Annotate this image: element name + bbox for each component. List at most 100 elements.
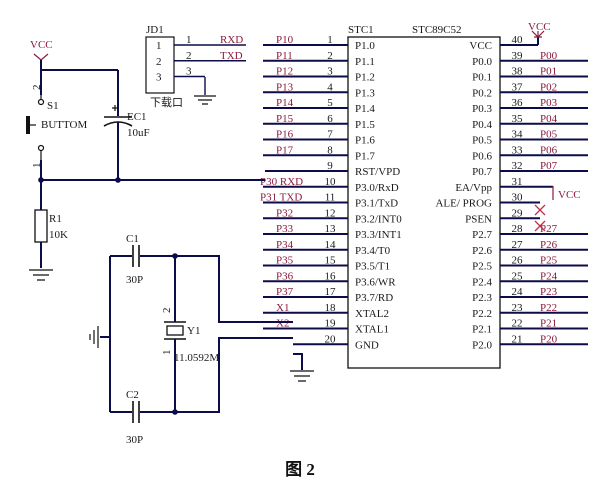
mcu-pin-number: 14	[325, 239, 337, 251]
y1-junction-bottom	[172, 409, 178, 415]
mcu-pin-number: 10	[325, 176, 337, 188]
mcu-pin-number: 9	[327, 160, 333, 172]
mcu-pin-number: 26	[512, 255, 524, 267]
mcu-pin-name: P3.6/WR	[355, 276, 396, 288]
mcu-pin-number: 20	[325, 333, 337, 345]
jd1-pin-number: 2	[186, 50, 192, 62]
jd1-pin-label: 2	[156, 56, 162, 68]
mcu-pin-number: 25	[512, 270, 524, 282]
mcu-pin-name: P2.4	[472, 276, 492, 288]
mcu-net-label: P13	[276, 81, 294, 93]
jd1-ground-icon	[194, 95, 216, 105]
mcu-ground-icon	[290, 370, 314, 382]
switch-ref: S1	[47, 100, 59, 112]
reset-ground-icon	[29, 269, 53, 281]
no-connect-icon	[534, 204, 546, 232]
mcu-net-label: P24	[540, 270, 558, 282]
mcu-pin-name: P2.7	[472, 229, 492, 241]
mcu-net-label: P33	[276, 223, 294, 235]
mcu-pin-number: 5	[327, 97, 333, 109]
r1-resistor-icon	[34, 209, 48, 268]
mcu-net-label: P10	[276, 34, 294, 46]
mcu-pin-number: 38	[512, 66, 524, 78]
mcu-pin-name: P1.0	[355, 40, 375, 52]
mcu-pin-number: 18	[325, 302, 337, 314]
mcu-pin-name: RST/VPD	[355, 166, 400, 178]
mcu-net-label: P04	[540, 113, 558, 125]
mcu-pin-name: P3.0/RxD	[355, 182, 399, 194]
reset-junction-cap	[115, 177, 121, 183]
ec1-ref: EC1	[127, 111, 147, 123]
switch-pin-bottom: 1	[31, 163, 43, 169]
switch-value: BUTTOM	[41, 119, 87, 131]
c2-value: 30P	[126, 434, 143, 446]
mcu-net-label: X1	[276, 302, 289, 314]
mcu-pin-name: P1.1	[355, 56, 375, 68]
mcu-pin-name: P3.3/INT1	[355, 229, 402, 241]
mcu-net-label: P22	[540, 302, 557, 314]
mcu-pin-name: XTAL2	[355, 308, 389, 320]
jd1-ref: JD1	[146, 24, 164, 36]
mcu-pin-name: P0.5	[472, 135, 492, 147]
mcu-pin-name: P3.7/RD	[355, 292, 393, 304]
y1-pin-bottom: 1	[161, 350, 173, 356]
jd1-pin-label: 1	[156, 40, 162, 52]
mcu-pin-number: 11	[325, 192, 336, 204]
mcu-net-label: P30 RXD	[260, 176, 303, 188]
mcu-pin-number: 12	[325, 207, 336, 219]
ea-vcc-label: VCC	[558, 189, 581, 201]
mcu-pin-name: P3.5/T1	[355, 261, 390, 273]
mcu-pin-name: P3.1/TxD	[355, 198, 398, 210]
mcu-pin-number: 31	[512, 176, 523, 188]
mcu-net-label: P07	[540, 160, 558, 172]
mcu-pin-name: PSEN	[465, 213, 492, 225]
y1-value: 11.0592M	[174, 352, 219, 364]
mcu-net-label: P32	[276, 207, 293, 219]
mcu-pin-number: 3	[327, 66, 333, 78]
mcu-pin-number: 37	[512, 81, 524, 93]
mcu-net-label: P11	[276, 50, 293, 62]
jd1-pin-number: 3	[186, 66, 192, 78]
reset-junction-left	[38, 177, 44, 183]
mcu-pin-name: P2.6	[472, 245, 492, 257]
mcu-pin-number: 36	[512, 97, 524, 109]
mcu-pin-number: 1	[327, 34, 333, 46]
mcu-pin-number: 23	[512, 302, 524, 314]
mcu-pin-number: 30	[512, 192, 524, 204]
mcu-pin-name: ALE/ PROG	[435, 198, 492, 210]
c2-capacitor-icon	[132, 401, 140, 423]
mcu-pin-name: P0.3	[472, 103, 492, 115]
mcu-pin-name: P0.4	[472, 119, 492, 131]
mcu-vcc-label: VCC	[528, 21, 551, 33]
mcu-pin-number: 8	[327, 144, 333, 156]
reset-switch-icon	[26, 95, 45, 160]
mcu-pin-name: P0.7	[472, 166, 492, 178]
y1-ref: Y1	[187, 325, 200, 337]
c1-capacitor-icon	[132, 245, 140, 267]
c2-ref: C2	[126, 389, 139, 401]
mcu-pin-number: 33	[512, 144, 524, 156]
jd1-label: 下载口	[150, 96, 183, 109]
jd1-body	[145, 36, 175, 94]
mcu-pin-name: P1.5	[355, 119, 375, 131]
c1-to-xtal2-wire	[140, 255, 293, 323]
ec1-capacitor-icon	[103, 70, 133, 180]
mcu-net-label: P03	[540, 97, 558, 109]
mcu-pin-name: P1.4	[355, 103, 375, 115]
mcu-pin-number: 35	[512, 113, 524, 125]
mcu-pin-name: P0.2	[472, 87, 492, 99]
figure-caption: 图 2	[285, 460, 315, 479]
mcu-net-label: P12	[276, 66, 293, 78]
y1-pin-top: 2	[161, 308, 173, 314]
mcu-ref: STC1	[348, 24, 374, 36]
mcu-net-label: P00	[540, 50, 558, 62]
mcu-net-label: P37	[276, 286, 294, 298]
mcu-pin-number: 2	[327, 50, 333, 62]
mcu-pin-number: 17	[325, 286, 337, 298]
mcu-net-label: P21	[540, 318, 557, 330]
mcu-net-label: P23	[540, 286, 558, 298]
mcu-net-label: P15	[276, 113, 294, 125]
